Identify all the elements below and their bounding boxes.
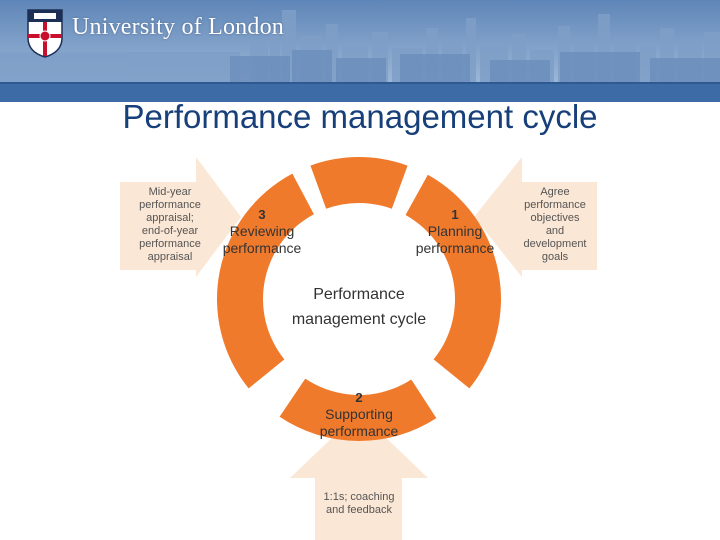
header-banner: University of London (0, 0, 720, 102)
left-input-line: Mid-year (148, 186, 192, 198)
ring-segment-supporting (279, 378, 437, 442)
slide-title: Performance management cycle (122, 98, 598, 135)
university-crest-icon (27, 9, 63, 58)
left-input-line: appraisal (147, 251, 193, 263)
ring-segment-reviewing (217, 173, 314, 389)
stage-3-label: 3 Reviewing performance (212, 206, 312, 257)
bottom-input-line: 1:1s; coaching (323, 491, 395, 503)
right-input-line: performance (524, 199, 586, 211)
right-input-line: development (523, 238, 587, 250)
ring-segment-top (310, 157, 408, 209)
left-input-line: performance (139, 238, 201, 250)
stage-line: performance (415, 240, 495, 256)
stage-2-label: 2 Supporting performance (309, 389, 409, 440)
stage-line: Supporting (325, 406, 393, 422)
stage-line: performance (319, 423, 399, 439)
center-label-line: Performance (313, 286, 405, 303)
stage-1-label: 1 Planning performance (405, 206, 505, 257)
university-name: University of London (72, 14, 284, 40)
center-label-line: management cycle (291, 311, 427, 328)
left-input-line: appraisal; (146, 212, 194, 224)
stage-line: performance (222, 240, 302, 256)
right-input-line: goals (541, 251, 569, 263)
right-input-arrow (474, 157, 597, 277)
right-input-line: Agree (540, 186, 570, 198)
ring-segment-planning (405, 174, 502, 389)
stage-number: 3 (258, 207, 266, 222)
bottom-input-arrow (290, 412, 428, 540)
stage-number: 2 (355, 390, 363, 405)
stage-number: 1 (451, 207, 459, 222)
stage-line: Reviewing (229, 223, 295, 239)
right-input-line: objectives (530, 212, 580, 224)
right-input-text: Agree performance objectives and develop… (500, 186, 610, 264)
right-input-line: and (545, 225, 565, 237)
stage-line: Planning (427, 223, 483, 239)
left-input-line: performance (139, 199, 201, 211)
bottom-input-line: and feedback (325, 504, 393, 516)
ring-segments (217, 157, 502, 442)
left-input-arrow (120, 157, 241, 277)
bottom-input-text: 1:1s; coaching and feedback (308, 491, 410, 517)
left-input-line: end-of-year (141, 225, 199, 237)
cycle-center-label: Performance management cycle (259, 282, 459, 332)
city-skyline-image (0, 0, 720, 102)
left-input-text: Mid-year performance appraisal; end-of-y… (122, 186, 218, 264)
